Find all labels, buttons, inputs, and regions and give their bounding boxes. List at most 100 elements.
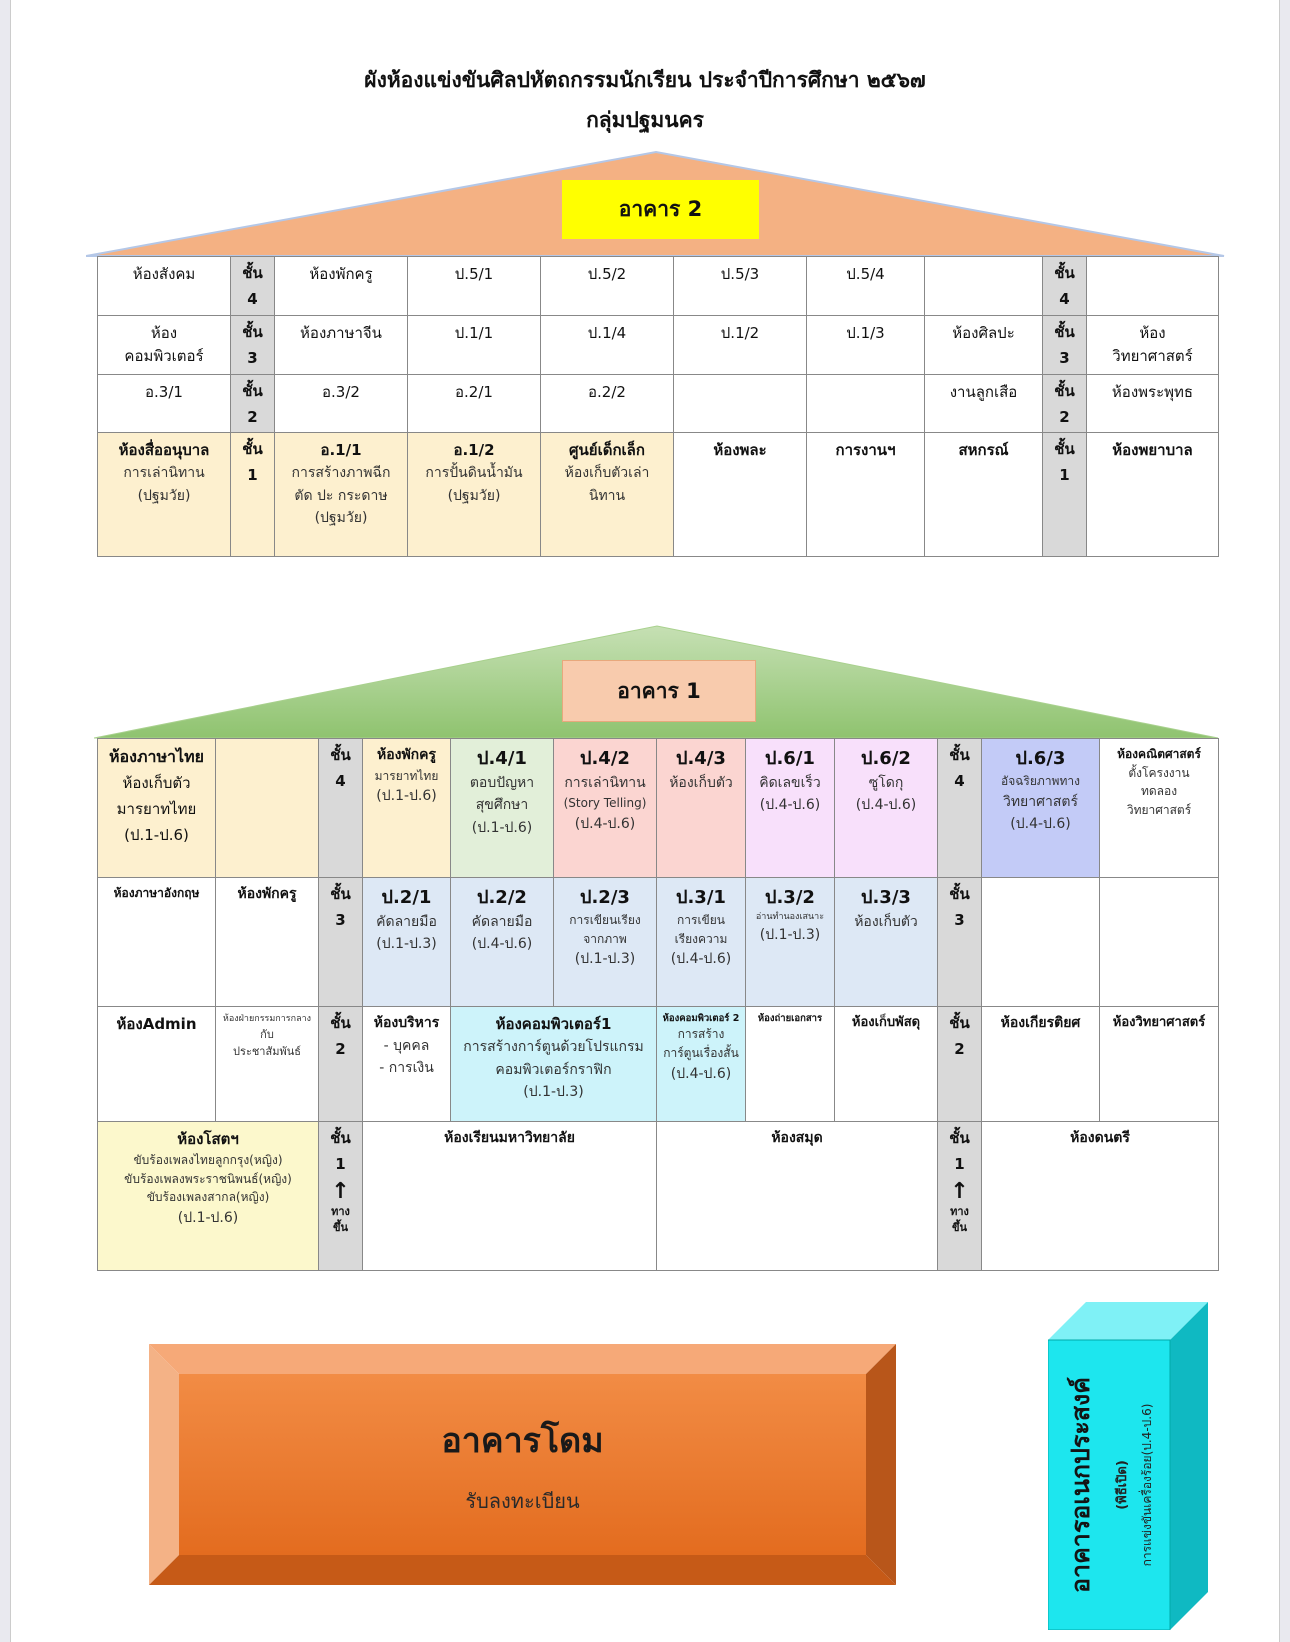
room-activity-cont: ตัด ปะ กระดาษ bbox=[294, 487, 388, 504]
floor-number: 1 bbox=[335, 1154, 346, 1173]
floor-number: 4 bbox=[335, 771, 346, 790]
room-name: ป.2/2 bbox=[477, 887, 527, 908]
room-activity: ตั้งโครงงาน bbox=[1128, 765, 1190, 780]
stairs-label-cont: ขึ้น bbox=[951, 1220, 968, 1234]
room-name: อ.2/1 bbox=[455, 383, 493, 401]
multipurpose-building: อาคารอเนกประสงค์ (พิธีเปิด) การแข่งขันเค… bbox=[1048, 1340, 1170, 1630]
floor-number: 4 bbox=[1059, 289, 1070, 308]
room-cell: อ.3/1 bbox=[97, 374, 231, 433]
room-level: (ป.1-ป.6) bbox=[471, 819, 533, 836]
room-cell: ห้องวิทยาศาสตร์ bbox=[1099, 1006, 1219, 1122]
room-cell: ห้องเกียรติยศ bbox=[981, 1006, 1100, 1122]
room-activity: ขับร้องเพลงพระราชนิพนธ์(หญิง) bbox=[124, 1171, 292, 1186]
room-activity: การสร้าง bbox=[677, 1027, 725, 1042]
floor-prefix: ชั้น bbox=[242, 382, 263, 400]
room-cell: ป.5/2 bbox=[540, 256, 674, 316]
room-name: ห้องพระพุทธ bbox=[1111, 383, 1194, 401]
room-name: ห้องพยาบาล bbox=[1112, 441, 1193, 459]
room-level: (ป.1-ป.3) bbox=[376, 936, 437, 953]
stairs-label-cont: ขึ้น bbox=[332, 1220, 349, 1234]
multipurpose-title: อาคารอเนกประสงค์ bbox=[1066, 1377, 1095, 1593]
room-activity-cont: มารยาทไทย bbox=[116, 800, 197, 819]
room-name: สหกรณ์ bbox=[958, 441, 1009, 459]
room-name: ป.1/1 bbox=[454, 324, 494, 342]
stairs-label: ทาง bbox=[950, 1205, 969, 1218]
room-name: ห้องสมุด bbox=[771, 1130, 823, 1146]
room-level: (ป.4-ป.6) bbox=[759, 797, 821, 814]
room-cell: ห้องพยาบาล bbox=[1086, 432, 1219, 557]
room-name-cont: วิทยาศาสตร์ bbox=[1112, 347, 1193, 366]
room-activity: อัจฉริยภาพทาง bbox=[1001, 774, 1080, 788]
floor-number: 3 bbox=[335, 910, 346, 929]
document-subtitle: กลุ่มปฐมนคร bbox=[586, 108, 704, 132]
building1-floor2-row: ห้องAdmin ห้องฝ่ายกรรมการกลางกับประชาสัม… bbox=[97, 1006, 1219, 1122]
floor-prefix: ชั้น bbox=[1054, 440, 1075, 458]
room-cell: ห้องAdmin bbox=[97, 1006, 216, 1122]
room-name: การงานฯ bbox=[835, 441, 896, 459]
room-cell: ห้องคณิตศาสตร์ตั้งโครงงานทดลองวิทยาศาสตร… bbox=[1099, 738, 1219, 878]
room-activity-cont: - การเงิน bbox=[379, 1060, 434, 1077]
room-name-cont: คอมพิวเตอร์ bbox=[124, 347, 204, 366]
floor-label-left: ชั้น 4 bbox=[230, 256, 275, 316]
room-cell: ป.5/4 bbox=[806, 256, 925, 316]
floor-number: 3 bbox=[1059, 348, 1070, 367]
room-name: อ.1/1 bbox=[320, 441, 362, 459]
room-activity: คิดเลขเร็ว bbox=[759, 775, 821, 791]
room-activity-en: (Story Telling) bbox=[563, 796, 647, 811]
floor-prefix: ชั้น bbox=[330, 1129, 351, 1147]
floor-number: 1 bbox=[247, 465, 258, 484]
room-name: ป.1/3 bbox=[846, 324, 885, 342]
floor-prefix: ชั้น bbox=[949, 1014, 970, 1032]
floor-prefix: ชั้น bbox=[242, 264, 263, 282]
room-cell: ห้องภาษาจีน bbox=[274, 315, 408, 375]
room-name: ป.1/2 bbox=[720, 324, 760, 342]
room-name: ป.5/2 bbox=[587, 265, 627, 283]
floor-number: 4 bbox=[247, 289, 258, 308]
room-level: (ป.4-ป.6) bbox=[574, 815, 636, 832]
room-activity: คัดลายมือ bbox=[471, 914, 533, 930]
room-cell: ห้องโสตฯขับร้องเพลงไทยลูกกรุง(หญิง)ขับร้… bbox=[97, 1121, 319, 1271]
floor-number: 3 bbox=[954, 910, 965, 929]
room-activity: การเล่านิทาน bbox=[123, 465, 205, 482]
room-name: ห้อง bbox=[1139, 324, 1166, 342]
room-activity: ห้องเก็บตัว bbox=[854, 914, 918, 930]
room-cell: ห้องบริหาร- บุคคล- การเงิน bbox=[362, 1006, 451, 1122]
room-name: ห้องวิทยาศาสตร์ bbox=[1112, 1015, 1206, 1030]
stairs-up-arrow-icon: ↑ bbox=[331, 1179, 350, 1204]
room-cell: อ.2/2 bbox=[540, 374, 674, 433]
room-level: (ป.1-ป.3) bbox=[759, 926, 821, 943]
multipurpose-sub2: การแข่งขันเครื่องร้อย(ป.4-ป.6) bbox=[1140, 1403, 1154, 1567]
room-cell: ห้องคอมพิวเตอร์ bbox=[97, 315, 231, 375]
room-level: (ป.4-ป.6) bbox=[670, 1065, 732, 1082]
room-activity-cont: จากภาพ bbox=[583, 931, 627, 946]
room-cell: ห้องพละ bbox=[673, 432, 807, 557]
room-cell: ห้องเก็บพัสดุ bbox=[834, 1006, 938, 1122]
room-cell: ห้องพระพุทธ bbox=[1086, 374, 1219, 433]
room-name: ป.6/2 bbox=[861, 748, 911, 769]
floor-number: 1 bbox=[1059, 465, 1070, 484]
room-cell: อ.3/2 bbox=[274, 374, 408, 433]
room-name: อ.3/1 bbox=[145, 383, 183, 401]
dome-building-shape bbox=[149, 1344, 896, 1585]
room-name: อ.2/2 bbox=[588, 383, 626, 401]
room-name: ป.1/4 bbox=[587, 324, 627, 342]
room-activity: การเล่านิทาน bbox=[564, 775, 646, 791]
floor-number: 2 bbox=[335, 1039, 346, 1058]
room-name: ป.4/1 bbox=[477, 748, 527, 769]
room-name: ห้องสังคม bbox=[132, 265, 196, 283]
room-level: (ป.1-ป.6) bbox=[376, 788, 437, 805]
room-name: ป.4/2 bbox=[580, 748, 630, 769]
room-name: ป.5/3 bbox=[720, 265, 760, 283]
